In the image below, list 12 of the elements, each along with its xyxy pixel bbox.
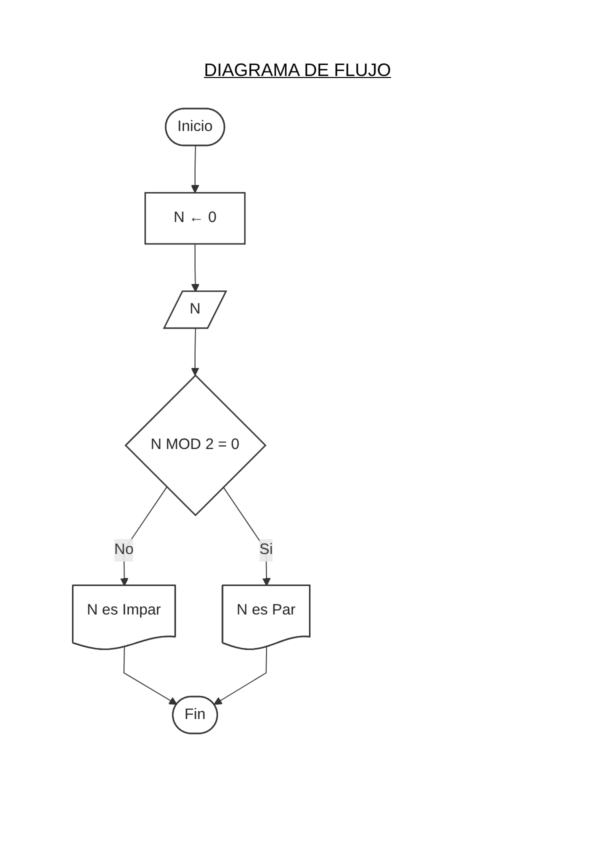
arrow — [222, 486, 270, 586]
arrow — [190, 328, 199, 376]
edge-label: Si — [258, 542, 272, 558]
arrow — [120, 486, 167, 586]
diagram-title: DIAGRAMA DE FLUJO — [202, 60, 392, 81]
arrow — [190, 243, 200, 292]
arrow — [213, 646, 267, 705]
arrow — [190, 145, 199, 194]
edge-label: No — [114, 542, 134, 558]
node-box: N ← 0 — [144, 192, 246, 245]
node-diamond: N MOD 2 = 0 — [124, 374, 266, 516]
arrow — [122, 646, 177, 705]
